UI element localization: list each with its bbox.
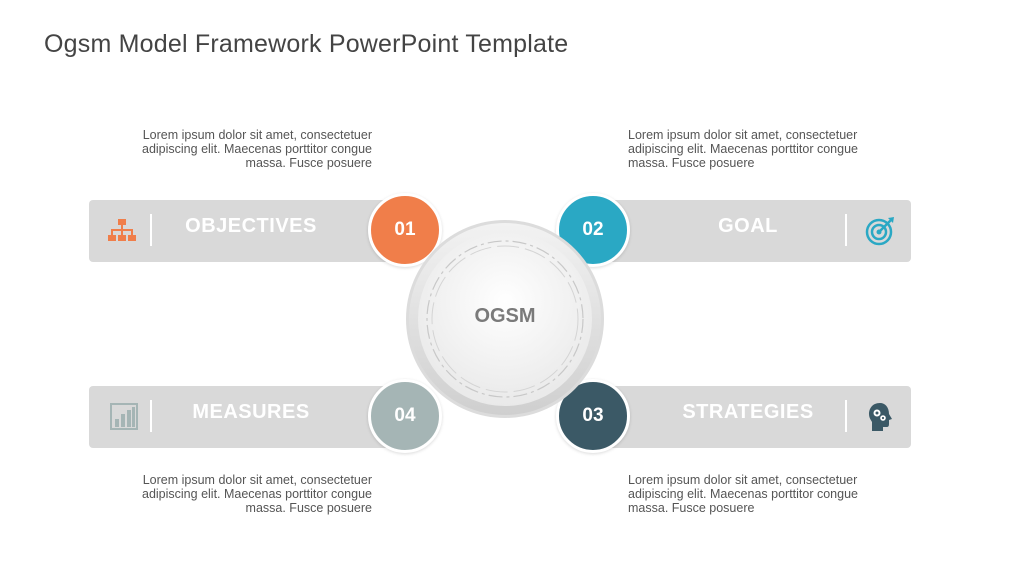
head-gears-icon	[865, 401, 897, 433]
divider	[845, 400, 847, 432]
objectives-bar: OBJECTIVES	[89, 200, 409, 262]
divider	[150, 400, 152, 432]
number-badge-04: 04	[368, 379, 442, 453]
objectives-description: Lorem ipsum dolor sit amet, consectetuer…	[142, 128, 372, 170]
target-icon	[864, 215, 896, 247]
org-chart-icon	[106, 215, 138, 247]
measures-description: Lorem ipsum dolor sit amet, consectetuer…	[142, 473, 372, 515]
goal-bar: GOAL	[600, 200, 911, 262]
measures-bar: MEASURES	[89, 386, 409, 448]
objectives-label: OBJECTIVES	[185, 215, 317, 237]
measures-label: MEASURES	[192, 401, 310, 423]
number-badge-01: 01	[368, 193, 442, 267]
divider	[845, 214, 847, 246]
center-label: OGSM	[474, 305, 536, 327]
strategies-bar: STRATEGIES	[600, 386, 911, 448]
goal-label: GOAL	[718, 215, 778, 237]
page-title: Ogsm Model Framework PowerPoint Template	[44, 30, 569, 58]
bar-chart-icon	[109, 401, 141, 433]
strategies-description: Lorem ipsum dolor sit amet, consectetuer…	[628, 473, 858, 515]
center-circle: OGSM	[405, 219, 605, 423]
goal-description: Lorem ipsum dolor sit amet, consectetuer…	[628, 128, 858, 170]
divider	[150, 214, 152, 246]
strategies-label: STRATEGIES	[682, 401, 814, 423]
